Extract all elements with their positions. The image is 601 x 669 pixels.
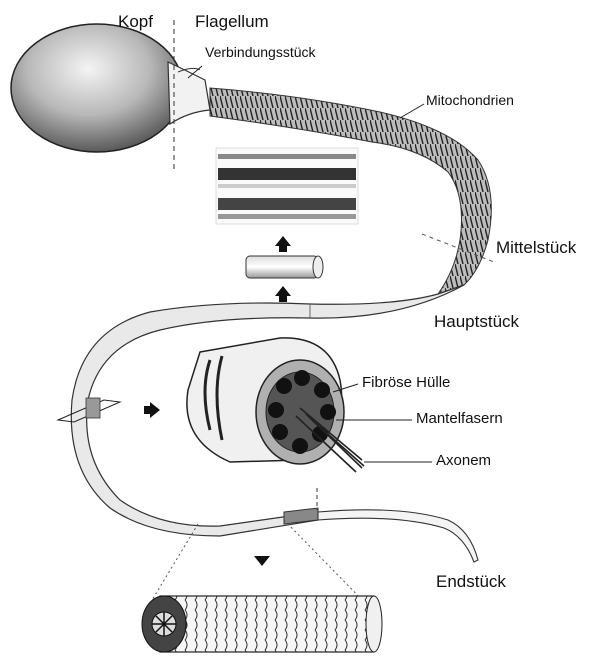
label-kopf: Kopf <box>118 12 153 32</box>
arrow-up-stem <box>279 296 287 302</box>
label-verbindungsstueck: Verbindungsstück <box>205 44 316 60</box>
arrow-right-stem <box>144 406 152 414</box>
section-marker <box>86 398 100 418</box>
label-fibroese-huelle: Fibröse Hülle <box>362 374 450 391</box>
label-mantelfasern: Mantelfasern <box>416 410 503 427</box>
small-cylinder <box>246 256 323 278</box>
tail-cross-section <box>187 338 364 472</box>
arrow-up-icon <box>275 236 291 246</box>
arrow-down-icon <box>254 556 270 566</box>
label-axonem: Axonem <box>436 452 491 469</box>
sperm-head <box>11 24 183 152</box>
label-flagellum: Flagellum <box>195 12 269 32</box>
label-mittelstueck: Mittelstück <box>496 238 576 258</box>
label-endstueck: Endstück <box>436 572 506 592</box>
label-mitochondrien: Mitochondrien <box>426 92 514 108</box>
ribbed-cylinder <box>142 596 382 652</box>
arrow-up-icon <box>275 286 291 296</box>
arrow-up-stem <box>279 246 287 252</box>
mitochondria-detail <box>216 148 358 224</box>
label-hauptstueck: Hauptstück <box>434 312 519 332</box>
end-piece <box>318 510 478 562</box>
